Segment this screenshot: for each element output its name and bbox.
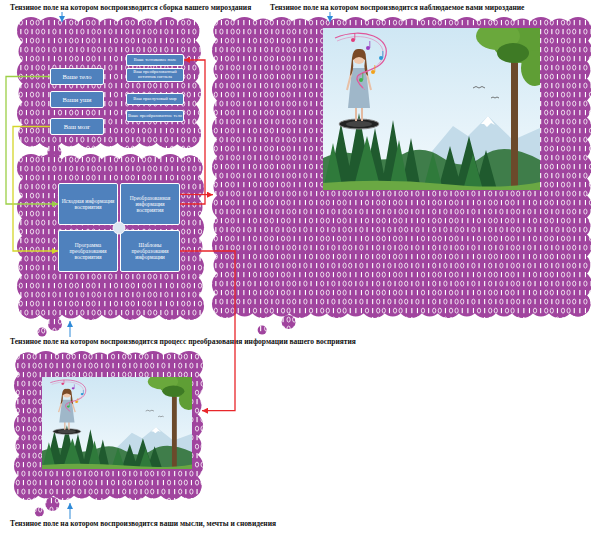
cloud-bump xyxy=(38,328,47,337)
process-box: Ваше тело xyxy=(50,68,104,85)
box-label: Ваш праслуховый мир xyxy=(133,97,176,102)
process-box: Ваш мозг xyxy=(50,118,104,135)
field-cloud: Тензиное поле на котором воспроизводится… xyxy=(18,155,203,335)
cloud-bump xyxy=(16,353,41,378)
cloud-bump xyxy=(214,19,239,44)
field-cloud: Тензиное поле на котором воспроизводится… xyxy=(15,352,202,515)
box-label: Ваше тело xyxy=(63,73,92,80)
process-box: Преобразованная информация восприятия xyxy=(120,183,180,225)
cloud-outline xyxy=(18,18,200,163)
cloud-bump xyxy=(214,19,239,44)
box-label: Ваше тензиковое поле xyxy=(134,58,177,63)
cloud-body xyxy=(31,31,187,134)
cloud-bump xyxy=(17,17,45,45)
pointer-arrow xyxy=(70,321,71,337)
process-box: Ваши уши xyxy=(50,91,104,108)
process-box: Ваше преобразованное тело xyxy=(126,110,184,122)
cloud-bump xyxy=(258,326,267,335)
box-label: Ваше преобразованное тело xyxy=(128,114,182,119)
box-label: Исходная информация восприятия xyxy=(60,198,116,210)
process-box: Ваше тензиковое поле xyxy=(126,54,184,66)
process-box: Шаблоны преобразования информации xyxy=(120,230,180,272)
pointer-arrow xyxy=(62,12,63,22)
process-box: Ваш праслуховый мир xyxy=(126,93,184,105)
process-box: Ваш преобразованный источник сигнала xyxy=(126,68,184,82)
cloud-outline xyxy=(213,18,591,333)
box-label: Ваш преобразованный источник сигнала xyxy=(128,70,182,80)
field-cloud: Тензиное поле на котором воспроизводится… xyxy=(18,18,200,163)
field-cloud: Тензиное поле на котором воспроизводится… xyxy=(213,18,591,333)
cloud-body xyxy=(31,168,190,306)
field-caption: Тензиное поле на котором воспроизводится… xyxy=(270,3,524,12)
box-label: Ваши уши xyxy=(62,96,91,103)
pointer-arrow xyxy=(70,503,71,519)
box-label: Программа преобразования восприятия xyxy=(60,242,116,260)
cloud-bump xyxy=(35,508,44,517)
box-label: Преобразованная информация восприятия xyxy=(122,195,178,213)
pointer-arrow xyxy=(330,12,331,22)
field-caption: Тензиное поле на котором воспроизводится… xyxy=(10,519,276,528)
process-box: Исходная информация восприятия xyxy=(58,183,118,225)
field-caption: Тензиное поле на котором воспроизводится… xyxy=(10,337,356,346)
cloud-bump xyxy=(282,315,296,329)
cloud-bump xyxy=(17,154,45,182)
field-caption: Тензиное поле на котором воспроизводится… xyxy=(10,3,251,12)
cloud-bump xyxy=(45,497,59,511)
cloud-bump xyxy=(48,317,62,331)
box-label: Ваш мозг xyxy=(64,123,90,130)
cloud-outline xyxy=(15,352,202,515)
cloud-body xyxy=(28,365,189,486)
cloud-bump xyxy=(16,353,41,378)
cloud-body xyxy=(226,31,578,304)
process-box: Программа преобразования восприятия xyxy=(58,230,118,272)
box-label: Шаблоны преобразования информации xyxy=(122,242,178,260)
